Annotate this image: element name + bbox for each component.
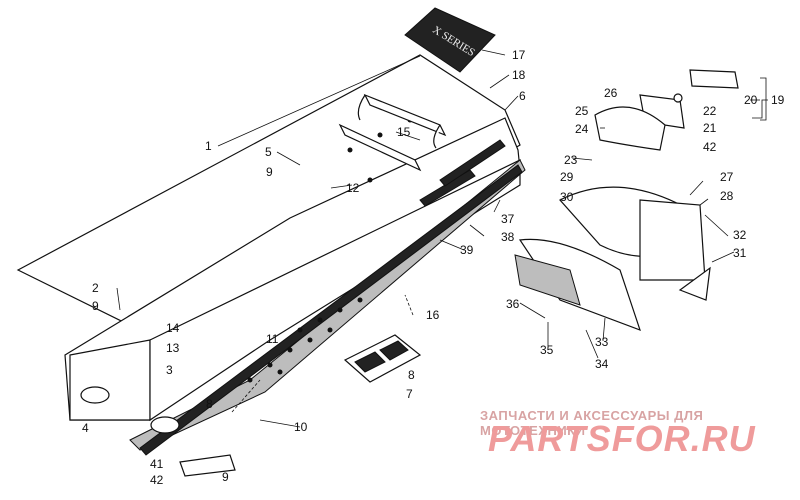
callout-27: 27 <box>720 170 734 184</box>
callout-39: 39 <box>460 243 474 257</box>
callout-8b: 8 <box>206 397 213 411</box>
callout-9a: 9 <box>266 165 273 179</box>
callout-2: 2 <box>92 281 99 295</box>
callout-7: 7 <box>406 387 413 401</box>
callout-42b: 42 <box>703 140 717 154</box>
rear-flap-assembly <box>514 106 711 332</box>
callout-21: 21 <box>703 121 717 135</box>
callout-24: 24 <box>575 122 589 136</box>
callout-5: 5 <box>265 145 272 159</box>
rivet-pattern <box>247 117 413 383</box>
callout-28: 28 <box>720 189 734 203</box>
watermark-brand: PARTSFOR.RU <box>488 418 756 459</box>
tunnel-assembly <box>16 54 526 477</box>
callout-37: 37 <box>501 212 515 226</box>
callout-18: 18 <box>512 68 526 82</box>
callout-6: 6 <box>519 89 526 103</box>
callout-31: 31 <box>733 246 747 260</box>
callout-4: 4 <box>82 421 89 435</box>
callout-32: 32 <box>733 228 747 242</box>
callout-33: 33 <box>595 335 609 349</box>
callout-36: 36 <box>506 297 520 311</box>
callout-22: 22 <box>703 104 717 118</box>
callout-20: 20 <box>744 93 758 107</box>
callout-8a: 8 <box>408 368 415 382</box>
callout-34: 34 <box>595 357 609 371</box>
callout-labels: 1 2 3 4 5 6 7 8 8 9 9 9 10 11 12 13 14 1… <box>82 48 785 487</box>
callout-10: 10 <box>294 420 308 434</box>
callout-25: 25 <box>575 104 589 118</box>
callout-13: 13 <box>166 341 180 355</box>
callout-29: 29 <box>560 170 574 184</box>
callout-16: 16 <box>426 308 440 322</box>
bracket-19-20 <box>760 77 767 121</box>
series-decal: X SERIES <box>404 7 496 73</box>
callout-30: 30 <box>560 190 574 204</box>
callout-23: 23 <box>564 153 578 167</box>
leader-lines <box>116 49 768 428</box>
callout-14: 14 <box>166 321 180 335</box>
grab-handles <box>338 93 447 172</box>
callout-3: 3 <box>166 363 173 377</box>
callout-42a: 42 <box>150 473 164 487</box>
callout-12: 12 <box>346 181 360 195</box>
watermark-subtitle: ЗАПЧАСТИ И АКСЕССУАРЫ ДЛЯ МОТОТЕХНИКИ <box>480 408 704 438</box>
callout-26: 26 <box>604 86 618 100</box>
footrest-plate <box>343 334 422 383</box>
callout-1: 1 <box>205 139 212 153</box>
callout-38: 38 <box>501 230 515 244</box>
callout-41: 41 <box>150 457 164 471</box>
callout-9c: 9 <box>222 470 229 484</box>
callout-19: 19 <box>771 93 785 107</box>
callout-9b: 9 <box>92 299 99 313</box>
callout-11: 11 <box>266 332 279 346</box>
callout-35: 35 <box>540 343 554 357</box>
callout-17: 17 <box>512 48 526 62</box>
callout-15: 15 <box>397 125 411 139</box>
